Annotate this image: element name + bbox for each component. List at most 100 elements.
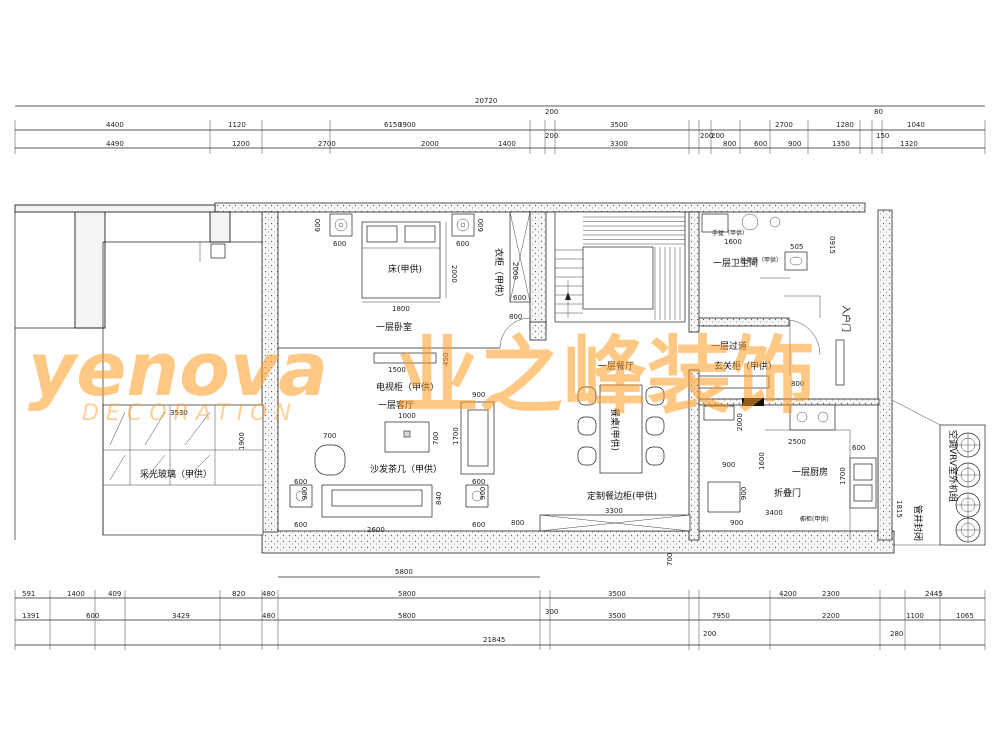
bottom2-480: 480 xyxy=(262,612,275,620)
top-dim-2700: 2700 xyxy=(775,121,793,129)
sofa-900-left-dim: 900 xyxy=(301,487,309,500)
round-chair xyxy=(314,444,346,476)
sofa-600-br: 600 xyxy=(472,521,485,529)
top-dim-1040: 1040 xyxy=(907,121,925,129)
nightstand-left xyxy=(329,213,353,237)
sideboard-label: 定制餐边柜(甲供) xyxy=(587,490,657,502)
kitchen-900b-dim: 900 xyxy=(740,487,748,500)
folding-door-label: 折叠门 xyxy=(774,487,801,499)
dining-table-label: 餐桌(甲供) xyxy=(609,408,621,451)
nightstand-right xyxy=(451,213,475,237)
top-dim-6150: 6150 xyxy=(384,121,402,129)
top2-dim-800: 800 xyxy=(723,140,736,148)
kitchen-2000-dim: 2000 xyxy=(736,413,744,431)
top-dim-3900: 3900 xyxy=(398,121,416,129)
bottom-total-dim: 21845 xyxy=(483,636,505,644)
living-1900-dim: 1900 xyxy=(238,432,246,450)
sofa-600-tr: 600 xyxy=(472,478,485,486)
kitchen-900a-dim: 900 xyxy=(722,461,735,469)
top2-dim-4490: 4490 xyxy=(106,140,124,148)
bottom-1400: 1400 xyxy=(67,590,85,598)
watermark-brand: yenova xyxy=(28,327,328,413)
dining-chair xyxy=(577,386,597,406)
sofa-600-bl: 600 xyxy=(294,521,307,529)
sofa-900-right-dim: 900 xyxy=(479,487,487,500)
top-dim-4400: 4400 xyxy=(106,121,124,129)
bed-label: 床(甲供) xyxy=(388,263,422,275)
top2-dim-3300: 3300 xyxy=(610,140,628,148)
bathroom-label: 一层卫生间 xyxy=(713,257,758,269)
dining-chair xyxy=(645,416,665,436)
kitchen-600-dim: 600 xyxy=(852,444,865,452)
ac-units: 空调VRV室外机组 xyxy=(891,399,986,546)
bed-width-dim: 1800 xyxy=(392,305,410,313)
shoe-cabinet-label: 玄关柜（甲供） xyxy=(714,360,777,372)
top2-dim-2000: 2000 xyxy=(421,140,439,148)
toilet xyxy=(784,251,808,271)
top-dim-80: 80 xyxy=(874,108,883,116)
entry-door-label: 入户门 xyxy=(840,305,852,332)
dining-800-dim: 800 xyxy=(511,519,524,527)
side-table-right xyxy=(465,484,489,508)
bottom2-1100: 1100 xyxy=(906,612,924,620)
bottom2-3500: 3500 xyxy=(608,612,626,620)
corridor-label: 一层过道 xyxy=(711,340,747,352)
watermark: yenova DECORATION 业之峰装饰 xyxy=(28,327,815,426)
bottom-4200: 4200 xyxy=(779,590,797,598)
bottom-480: 480 xyxy=(262,590,275,598)
bottom2-300: 300 xyxy=(545,608,558,616)
chair-700-dim: 700 xyxy=(323,432,336,440)
armchair-900-dim: 900 xyxy=(472,391,485,399)
top2-dim-1400: 1400 xyxy=(498,140,516,148)
sofa-table-label: 沙发茶几（甲供） xyxy=(370,463,442,475)
kitchen-label: 一层厨房 xyxy=(792,466,828,478)
bottom-2300: 2300 xyxy=(822,590,840,598)
bottom-820: 820 xyxy=(232,590,245,598)
bed-side-600-left: 600 xyxy=(333,240,346,248)
bottom-2445: 2445 xyxy=(925,590,943,598)
bath-505-dim: 505 xyxy=(790,243,803,251)
top2-dim-200: 200 xyxy=(545,132,558,140)
kitchen-3400-dim: 3400 xyxy=(765,509,783,517)
stove xyxy=(789,404,836,431)
kitchen-1700-dim: 1700 xyxy=(839,467,847,485)
tv-cabinet xyxy=(373,352,437,364)
top-dim-1280: 1280 xyxy=(836,121,854,129)
bottom2-2200: 2200 xyxy=(822,612,840,620)
fridge xyxy=(707,481,741,513)
top-dimensions: 20720 4400 1120 6150 3900 200 3500 2700 … xyxy=(14,97,986,154)
top2-dim-1350: 1350 xyxy=(832,140,850,148)
ac-units-label: 空调VRV室外机组 xyxy=(947,430,959,502)
sofa-600-tl: 600 xyxy=(294,478,307,486)
top-total-dim: 20720 xyxy=(475,97,497,105)
wall-cabinet-label: 橱柜(甲供) xyxy=(800,515,829,523)
top-dim-1120: 1120 xyxy=(228,121,246,129)
bedroom-label: 一层卧室 xyxy=(376,321,412,333)
top-dim-3500: 3500 xyxy=(610,121,628,129)
wardrobe-length-dim: 2000 xyxy=(511,262,519,280)
bottom-extra-280: 280 xyxy=(890,630,903,638)
shoe-cabinet xyxy=(698,375,770,389)
bath-0915-dim: 0915 xyxy=(828,236,836,254)
bottom-409: 409 xyxy=(108,590,121,598)
dining-3300-dim: 3300 xyxy=(605,507,623,515)
bottom-5800: 5800 xyxy=(398,590,416,598)
bedroom: 床(甲供) 600 600 600 600 1800 2000 衣柜（甲供） 2… xyxy=(278,211,531,349)
staircase: 800 xyxy=(509,211,686,323)
bottom2-7950: 7950 xyxy=(712,612,730,620)
top2-dim-1200: 1200 xyxy=(232,140,250,148)
bottom-3500: 3500 xyxy=(608,590,626,598)
toilet-label: 坐便器（甲供） xyxy=(740,256,782,264)
side-table-left xyxy=(289,484,313,508)
top-dim-200: 200 xyxy=(545,108,558,116)
basin xyxy=(701,213,729,233)
dining-chair xyxy=(577,446,597,466)
living-label: 一层客厅 xyxy=(378,399,414,411)
bottom-591: 591 xyxy=(22,590,35,598)
sofa-width-dim: 2600 xyxy=(367,526,385,534)
wardrobe-depth-dim: 600 xyxy=(513,294,526,302)
top2-dim-1320: 1320 xyxy=(900,140,918,148)
skylight-label: 采光玻璃（甲供） xyxy=(140,468,212,480)
top2-dim-200b: 200 xyxy=(711,132,724,140)
